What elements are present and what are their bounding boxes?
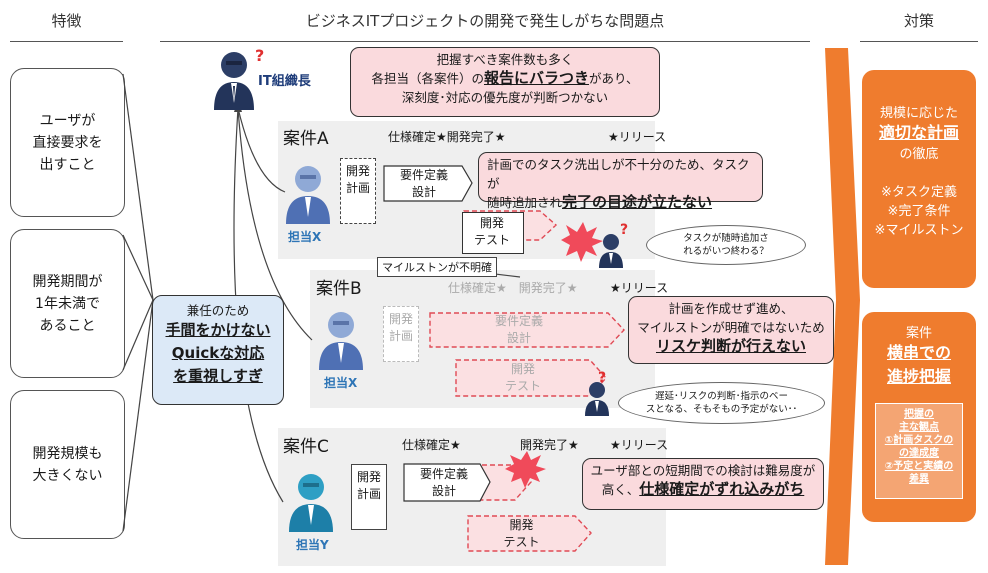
case-b-owner-label: 担当X [324,376,358,390]
case-b-milestones: 仕様確定★ 開発完了★ [448,281,578,295]
case-b-release: ★リリース [610,281,669,295]
case-c-plan-doc: 開発 計画 [351,464,387,530]
case-a-release: ★リリース [608,130,667,144]
case-b-title: 案件B [316,279,362,299]
case-b-problem-bubble: 計画を作成せず進め、 マイルストンが明確ではないため リスケ判断が行えない [628,296,834,364]
case-a-owner-icon [286,166,330,224]
case-c-title: 案件C [283,437,329,457]
feature-short-period: 開発期間が 1年未満で あること [10,229,125,378]
case-a-dev-box [462,212,524,254]
case-a-problem-bubble: 計画でのタスク洗出しが不十分のため、タスクが 随時追加され完了の目途が立たない [478,152,763,211]
manager-bubble-line2: 各担当（各案件）の報告にバラつきがあり、 [371,69,639,87]
manager-question-mark: ? [255,46,265,65]
case-b-bubble-line2: マイルストンが明確ではないため [637,320,825,335]
measure2-sub-title2: 主な観点 [899,422,939,433]
owner-bubble-line3: Quickな対応 [171,344,265,362]
case-a-bubble-line1: 計画でのタスク洗出しが不十分のため、タスクが [487,157,750,191]
case-a-req-task: 要件定義 設計 [399,167,448,199]
case-a-milestones: 仕様確定★開発完了★ [388,130,506,144]
problems-header: ビジネスITプロジェクトの開発で発生しがちな問題点 [305,12,665,30]
owner-quick-bubble: 兼任のため 手間をかけない Quickな対応 を重視しすぎ [152,295,284,405]
manager-problem-bubble: 把握すべき案件数も多く 各担当（各案件）の報告にバラつきがあり、 深刻度･対応の… [350,47,660,117]
measure1-line2: 適切な計画 [878,123,959,142]
manager-bubble-line3: 深刻度･対応の優先度が判断つかない [401,90,609,105]
features-header-line [10,41,123,42]
measure2-sub-item2a: ②予定と実績の [884,461,954,472]
case-a-owner-label: 担当X [288,230,322,244]
measure1-item2: ※完了条件 [887,204,951,219]
case-b-bubble-line1: 計画を作成せず進め、 [668,301,794,316]
case-a-question-mark: ? [620,222,629,238]
case-a-plan-doc: 開発 計画 [340,158,376,224]
measures-header-line [860,41,978,42]
measure-planning-box: 規模に応じた 適切な計画 の徹底 ※タスク定義 ※完了条件 ※マイルストン [862,70,976,288]
case-c-milestone-dev: 開発完了★ [520,438,579,452]
measures-header: 対策 [903,12,934,30]
case-b-plan-doc: 開発 計画 [383,306,419,362]
case-b-bubble-line3: リスケ判断が行えない [655,337,806,355]
case-c-bubble-line2: 高く、仕様確定がずれ込みがち [601,480,805,498]
manager-bubble-line1: 把握すべき案件数も多く [436,52,574,67]
measure2-line2: 横串での [886,343,951,362]
case-b-thought-cloud: 遅延･リスクの判断･指示のベー スとなる、そもそもの予定がない･･ [618,382,825,424]
case-c-bubble-line1: ユーザ部との短期間での検討は難易度が [590,463,816,478]
measure2-sub-item1b: の達成度 [899,448,939,459]
feature-small-scale: 開発規模も 大きくない [10,390,125,539]
case-b-owner-icon [319,312,363,370]
measure-tracking-box: 案件 横串での 進捗把握 把握の 主な観点 ①計画タスクの の達成度 ②予定と実… [862,312,976,522]
manager-label: IT組織長 [258,74,311,89]
measure2-line3: 進捗把握 [886,367,951,386]
case-c-release: ★リリース [610,438,669,452]
measure1-line3: の徹底 [899,147,939,162]
measure2-sub-title1: 把握の [904,409,934,420]
case-b-req-task: 要件定義 設計 [494,314,543,345]
case-a-thought-cloud: タスクが随時追加さ れるがいつ終わる？ [646,225,806,265]
owner-bubble-line2: 手間をかけない [165,321,271,339]
measure1-item1: ※タスク定義 [881,185,957,200]
measure2-line1: 案件 [905,326,932,341]
case-c-owner-icon [289,474,333,532]
case-c-milestone-spec: 仕様確定★ [402,438,461,452]
case-a-title: 案件A [283,129,329,149]
features-header: 特徴 [51,12,82,30]
milestone-unclear-note: マイルストンが不明確 [377,257,497,277]
measure2-sub-item2b: 差異 [909,474,929,485]
measure1-item3: ※マイルストン [874,223,964,238]
case-b-worried-person-icon [585,382,609,416]
case-a-worried-person-icon [599,234,623,268]
case-a-bubble-line2: 随時追加され完了の目途が立たない [487,193,713,211]
measure2-sub-box: 把握の 主な観点 ①計画タスクの の達成度 ②予定と実績の 差異 [875,403,963,499]
owner-bubble-line1: 兼任のため [186,303,250,318]
measure2-sub-item1a: ①計画タスクの [884,435,954,446]
measure1-line1: 規模に応じた [879,106,958,121]
case-c-req-task: 要件定義 設計 [419,466,468,498]
case-b-question-mark: ? [598,370,607,386]
problems-header-line [160,41,810,42]
case-a-dev-task: 開発 テスト [473,216,510,247]
owner-bubble-line4: を重視しすぎ [173,367,263,385]
feature-direct-request: ユーザが 直接要求を 出すこと [10,68,125,217]
case-c-problem-bubble: ユーザ部との短期間での検討は難易度が 高く、仕様確定がずれ込みがち [582,458,824,510]
case-c-dev-task: 開発 テスト [503,517,540,549]
case-c-owner-label: 担当Y [296,538,329,552]
it-manager-person-icon [214,52,254,110]
case-b-dev-task: 開発 テスト [504,362,541,393]
